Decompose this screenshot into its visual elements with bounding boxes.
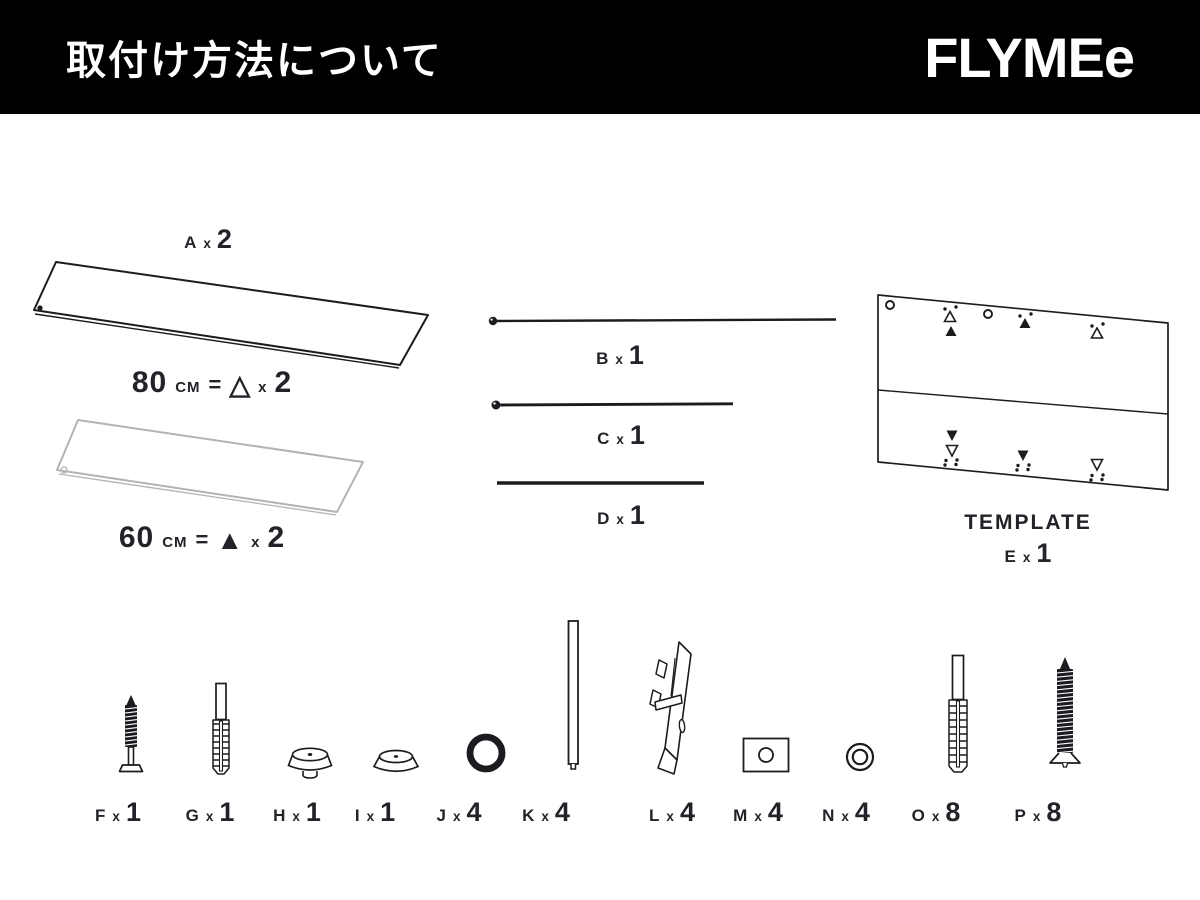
drilling-template-drawing — [877, 294, 1169, 491]
rod-b-drawing — [488, 316, 837, 326]
shelf-board-a-drawing — [33, 261, 429, 369]
part-label-p: P x 8 — [983, 797, 1093, 828]
size-unit: cm — [175, 379, 201, 396]
times-symbol: x — [616, 512, 624, 527]
header-bar: 取付け方法について FLYMEe — [0, 0, 1200, 114]
part-qty: 1 — [380, 797, 396, 827]
part-label-m: M x 4 — [703, 797, 813, 828]
cap-nut-with-stem-icon — [287, 747, 333, 779]
part-letter: M — [733, 806, 749, 825]
shelf-board-60-drawing — [56, 419, 364, 516]
screw-short-icon — [118, 695, 144, 773]
board-a-label: A x 2 — [153, 224, 263, 255]
part-label-n: N x 4 — [791, 797, 901, 828]
part-letter: D — [597, 509, 611, 528]
part-qty: 1 — [305, 797, 321, 827]
part-label-o: O x 8 — [881, 797, 991, 828]
times-symbol: x — [1032, 809, 1041, 824]
part-qty: 4 — [679, 797, 695, 827]
size-qty: 2 — [274, 366, 293, 399]
template-title: TEMPLATE — [964, 511, 1092, 534]
support-pin-icon — [567, 620, 579, 770]
size-value: 80 — [131, 366, 168, 399]
times-symbol: x — [1022, 550, 1031, 565]
part-qty: 2 — [216, 224, 232, 254]
part-letter: I — [354, 806, 361, 825]
size-value: 60 — [118, 521, 155, 554]
times-symbol: x — [251, 534, 260, 551]
size-qty: 2 — [267, 521, 286, 554]
times-symbol: x — [754, 809, 762, 824]
times-symbol: x — [616, 432, 624, 447]
part-label-l: L x 4 — [617, 797, 727, 828]
wall-anchor-icon — [212, 682, 230, 775]
part-letter: L — [649, 806, 661, 825]
part-label-i: I x 1 — [320, 797, 430, 828]
times-symbol: x — [203, 236, 211, 251]
part-qty: 1 — [629, 500, 645, 530]
equals-symbol: = — [208, 372, 222, 397]
equals-symbol: = — [195, 527, 209, 552]
washer-icon — [845, 742, 875, 772]
part-label-k: K x 4 — [491, 797, 601, 828]
times-symbol: x — [112, 809, 120, 824]
part-letter: N — [822, 806, 836, 825]
part-qty: 4 — [854, 797, 870, 827]
part-letter: A — [184, 233, 198, 252]
screw-long-icon — [1049, 657, 1081, 768]
rod-c-label: C x 1 — [566, 420, 676, 451]
part-label-g: G x 1 — [155, 797, 265, 828]
o-ring-icon — [466, 733, 506, 773]
part-letter: F — [95, 806, 107, 825]
part-letter: G — [185, 806, 200, 825]
part-letter: E — [1004, 547, 1017, 566]
part-qty: 4 — [767, 797, 783, 827]
part-letter: P — [1014, 806, 1027, 825]
rod-b-label: B x 1 — [565, 340, 675, 371]
part-label-j: J x 4 — [404, 797, 514, 828]
part-qty: 1 — [628, 340, 644, 370]
times-symbol: x — [666, 809, 674, 824]
page-title: 取付け方法について — [66, 39, 443, 83]
part-label-f: F x 1 — [63, 797, 173, 828]
rod-d-drawing — [497, 481, 704, 485]
template-label: E x 1 — [973, 538, 1083, 569]
times-symbol: x — [931, 809, 940, 824]
part-qty: 4 — [466, 797, 482, 827]
part-qty: 1 — [219, 797, 235, 827]
times-symbol: x — [841, 809, 849, 824]
times-symbol: x — [615, 352, 623, 367]
times-symbol: x — [292, 809, 300, 824]
flymee-logo: FLYMEe — [924, 25, 1135, 89]
part-letter: H — [273, 806, 287, 825]
rod-c-drawing — [491, 400, 734, 410]
part-qty: 1 — [1036, 538, 1052, 568]
filled-triangle-icon: ▲ — [216, 525, 244, 555]
size-unit: cm — [162, 534, 188, 551]
part-label-h: H x 1 — [242, 797, 352, 828]
times-symbol: x — [452, 809, 461, 824]
part-letter: K — [522, 806, 536, 825]
square-plate-icon — [742, 737, 790, 773]
rod-d-label: D x 1 — [566, 500, 676, 531]
part-letter: C — [597, 429, 611, 448]
open-triangle-icon: △ — [229, 370, 251, 400]
size-80-label: 80 cm = △ x 2 — [102, 366, 322, 400]
part-qty: 1 — [629, 420, 645, 450]
part-qty: 1 — [125, 797, 141, 827]
times-symbol: x — [541, 809, 549, 824]
part-letter: O — [911, 806, 926, 825]
mounting-bracket-icon — [649, 641, 692, 775]
part-qty: 8 — [1046, 797, 1062, 827]
part-letter: J — [436, 806, 447, 825]
wall-anchor-long-icon — [948, 654, 968, 773]
times-symbol: x — [366, 809, 375, 824]
size-60-label: 60 cm = ▲ x 2 — [92, 521, 312, 555]
part-qty: 8 — [945, 797, 961, 827]
cap-nut-icon — [372, 749, 420, 773]
part-qty: 4 — [554, 797, 570, 827]
times-symbol: x — [258, 379, 267, 396]
part-letter: B — [596, 349, 610, 368]
times-symbol: x — [205, 809, 214, 824]
